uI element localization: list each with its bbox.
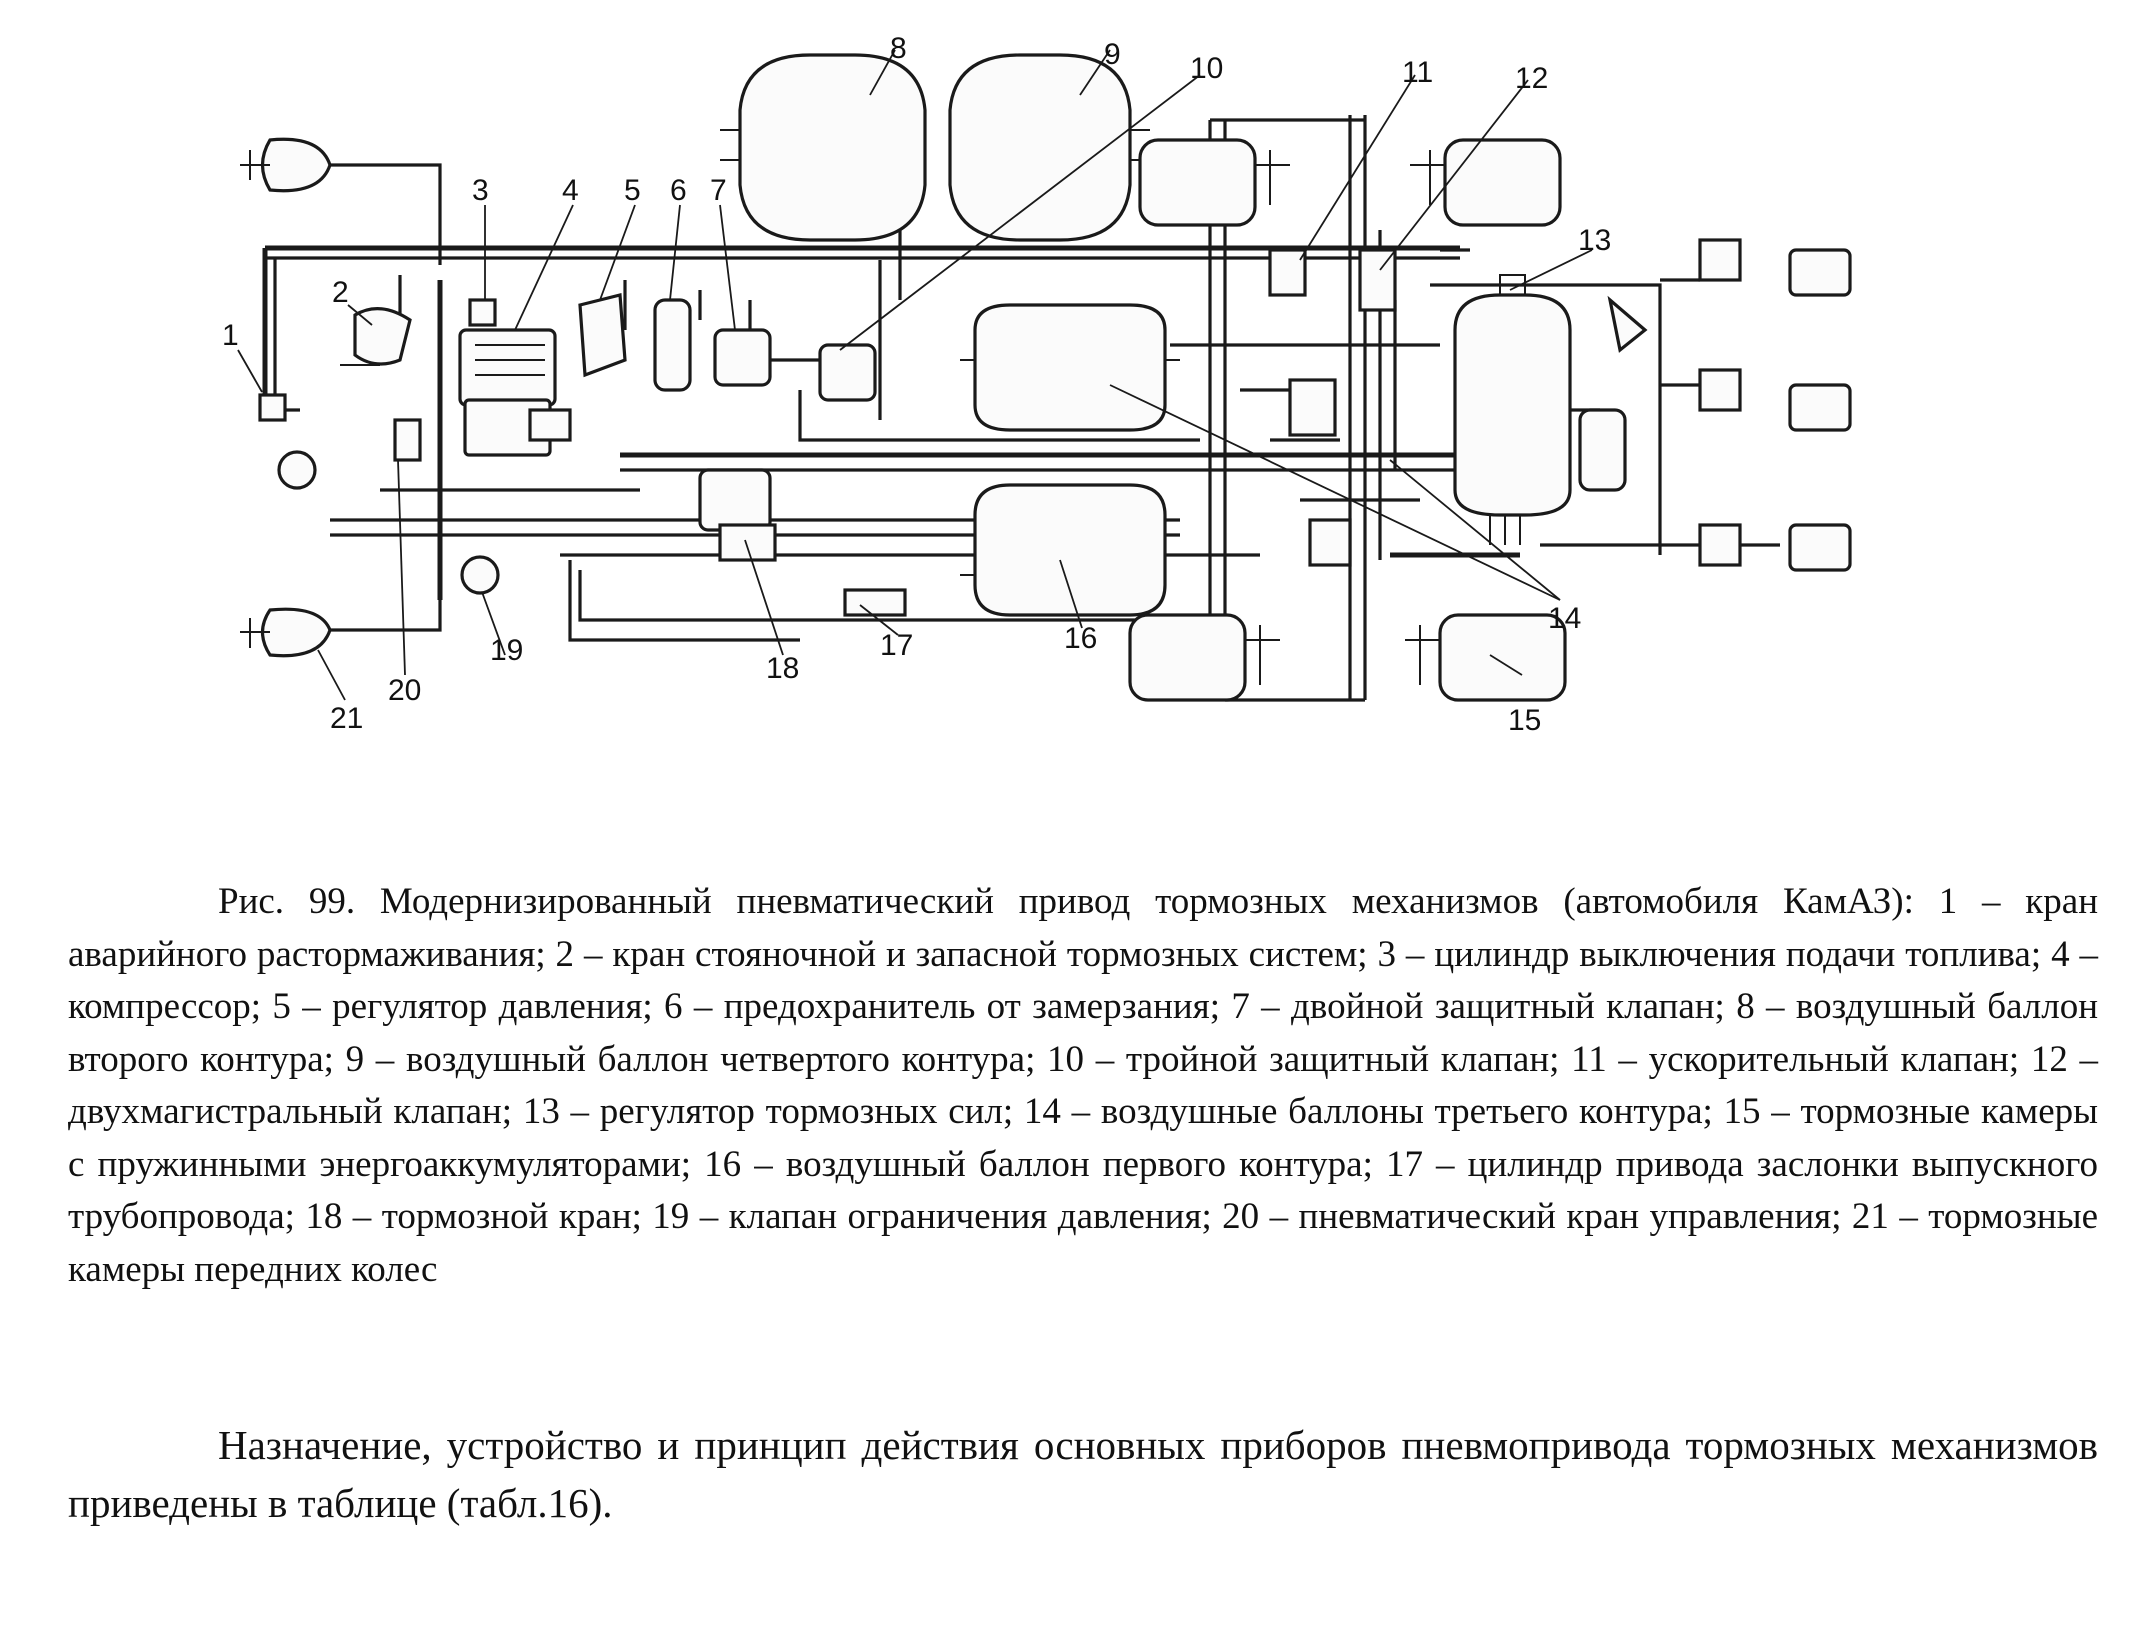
air-tank-second-circuit — [720, 53, 927, 242]
figure-caption: Рис. 99. Модернизированный пневматически… — [68, 881, 2098, 1290]
callout-21: 21 — [330, 702, 363, 735]
callout-15: 15 — [1508, 704, 1541, 737]
callout-6: 6 — [670, 174, 687, 207]
callout-10: 10 — [1190, 52, 1223, 85]
callout-2: 2 — [332, 276, 349, 309]
callout-5: 5 — [624, 174, 641, 207]
callout-8: 8 — [890, 32, 907, 65]
parking-brake-valve — [340, 307, 412, 366]
front-brake-chambers — [240, 137, 332, 658]
callout-18: 18 — [766, 652, 799, 685]
callout-17: 17 — [880, 629, 913, 662]
callout-3: 3 — [472, 174, 489, 207]
callout-11: 11 — [1402, 56, 1433, 89]
callout-19: 19 — [490, 634, 523, 667]
callout-leaders — [237, 49, 1593, 701]
callout-numbers: 1 2 3 4 5 6 7 8 9 10 11 12 13 14 15 16 1… — [222, 32, 1611, 737]
compressor — [458, 328, 572, 457]
body-paragraph: Назначение, устройство и принцип действи… — [68, 1422, 2098, 1526]
callout-13: 13 — [1578, 224, 1611, 257]
air-tank-first-circuit — [960, 483, 1180, 617]
callout-9: 9 — [1104, 38, 1121, 71]
callout-4: 4 — [562, 174, 579, 207]
brake-system-diagram: 1 2 3 4 5 6 7 8 9 10 11 12 13 14 15 16 1… — [222, 32, 1852, 737]
callout-12: 12 — [1515, 62, 1548, 95]
air-tank-middle — [960, 303, 1180, 432]
callout-16: 16 — [1064, 622, 1097, 655]
callout-14: 14 — [1548, 602, 1581, 635]
air-tanks-third-circuit — [1453, 274, 1572, 545]
valves — [258, 238, 1852, 617]
air-tank-fourth-circuit — [948, 53, 1150, 242]
callout-1: 1 — [222, 319, 239, 352]
callout-20: 20 — [388, 674, 421, 707]
rear-spring-brake-chambers — [1128, 138, 1567, 702]
callout-7: 7 — [710, 174, 727, 207]
